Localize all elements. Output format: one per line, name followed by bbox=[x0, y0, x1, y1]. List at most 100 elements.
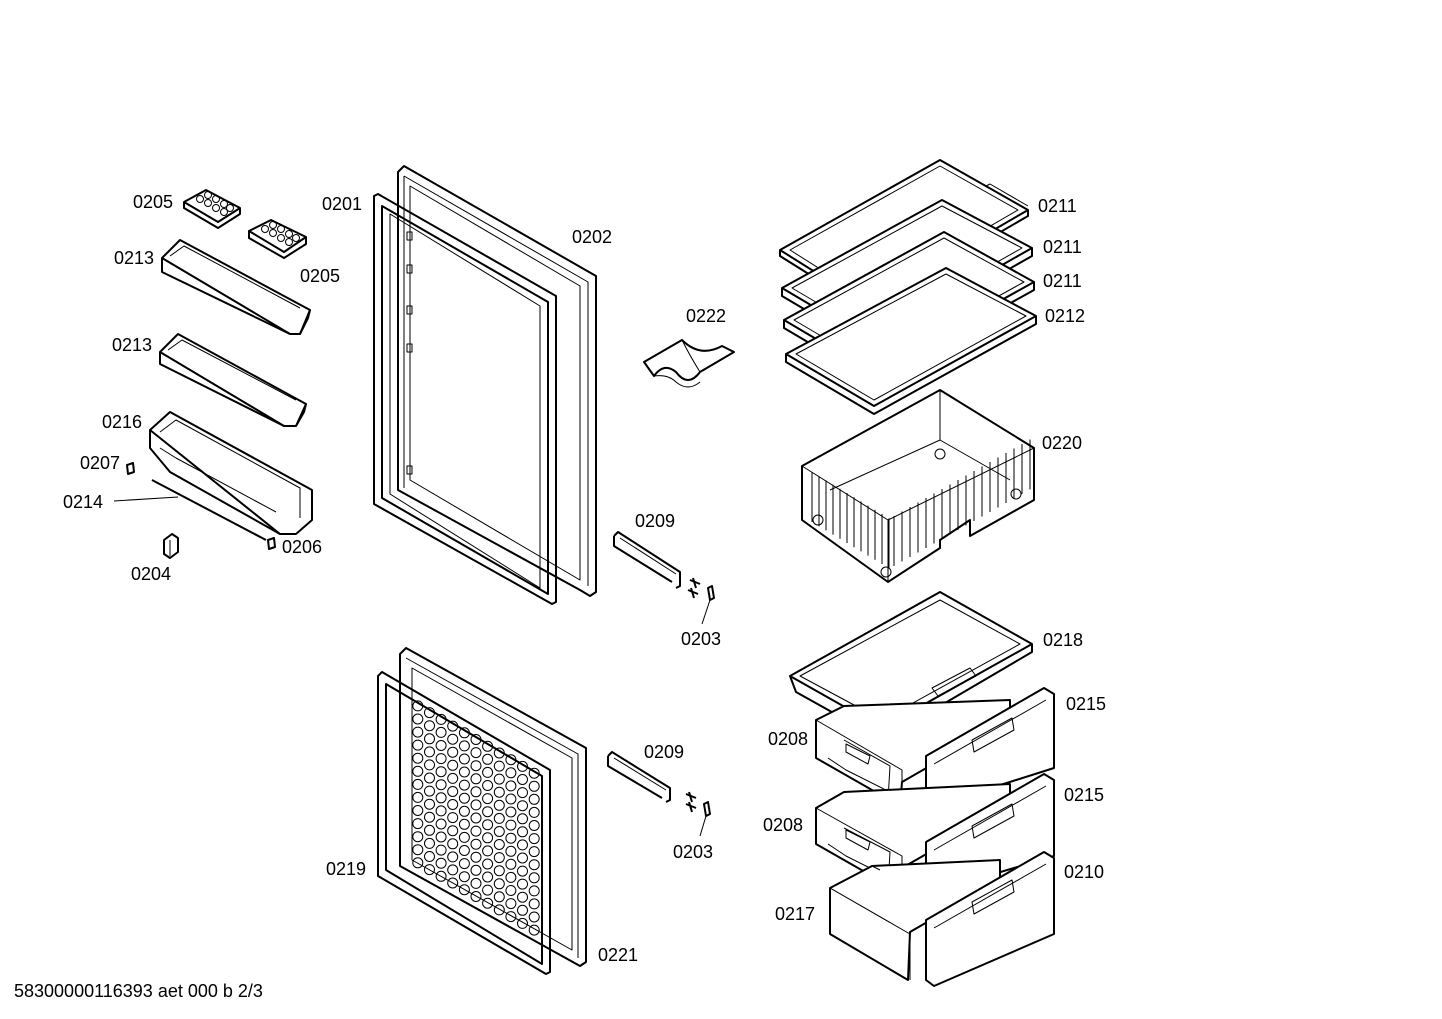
dimple bbox=[528, 806, 540, 818]
fridge-door-upper bbox=[373, 165, 597, 605]
dimple bbox=[424, 785, 435, 797]
dimple bbox=[482, 753, 494, 765]
dimple bbox=[447, 799, 459, 810]
dimple bbox=[412, 778, 424, 790]
dimple bbox=[458, 831, 470, 843]
dimple bbox=[435, 766, 447, 778]
dimple bbox=[447, 720, 459, 732]
dimple bbox=[493, 852, 505, 864]
dimple bbox=[424, 824, 435, 836]
dimple bbox=[517, 813, 528, 825]
bracket-0204 bbox=[163, 533, 179, 559]
dimple bbox=[505, 885, 517, 896]
dimple bbox=[493, 865, 505, 877]
label-0207: 0207 bbox=[80, 453, 120, 473]
dimple bbox=[412, 857, 424, 869]
dimple bbox=[424, 733, 435, 745]
dimple bbox=[505, 911, 517, 923]
door-shelf-upper bbox=[161, 239, 311, 335]
dimple bbox=[458, 871, 470, 883]
dimple bbox=[447, 825, 459, 837]
door-shelf-middle bbox=[159, 333, 307, 427]
dimple bbox=[528, 833, 540, 845]
dimple bbox=[505, 845, 517, 857]
dimple bbox=[528, 872, 540, 884]
dimple bbox=[470, 851, 482, 863]
dimple bbox=[470, 760, 482, 772]
dimple bbox=[424, 851, 435, 862]
label-0214: 0214 bbox=[63, 492, 103, 512]
dimple bbox=[505, 767, 517, 779]
dimple bbox=[493, 878, 505, 890]
dimple bbox=[528, 898, 540, 910]
egg-tray-upper bbox=[183, 189, 241, 229]
dimple bbox=[528, 885, 540, 897]
label-0213-lower: 0213 bbox=[112, 335, 152, 355]
egg-tray-lower bbox=[248, 219, 307, 259]
door-handle-upper bbox=[613, 531, 681, 589]
rod-0214 bbox=[151, 479, 267, 541]
dimple bbox=[493, 812, 505, 824]
dimple bbox=[528, 780, 540, 792]
label-0220: 0220 bbox=[1042, 433, 1082, 453]
dimple bbox=[517, 774, 528, 785]
glass-shelf-4 bbox=[785, 267, 1037, 415]
label-0208-lower: 0208 bbox=[763, 815, 803, 835]
dimple bbox=[517, 891, 528, 903]
label-0210: 0210 bbox=[1064, 862, 1104, 882]
label-0208-upper: 0208 bbox=[768, 729, 808, 749]
dimple bbox=[482, 858, 494, 870]
dimple bbox=[470, 773, 482, 785]
dimple bbox=[528, 859, 540, 871]
dimple bbox=[505, 832, 517, 844]
label-0203-lower: 0203 bbox=[673, 842, 713, 862]
dimple bbox=[412, 844, 424, 856]
dimple bbox=[424, 864, 435, 876]
dimple bbox=[517, 865, 528, 877]
document-id: 58300000116393 aet 000 b 2/3 bbox=[14, 981, 263, 1001]
dimple bbox=[435, 870, 447, 882]
dimple bbox=[458, 884, 470, 896]
dimple bbox=[482, 740, 494, 752]
clip-0207 bbox=[126, 462, 135, 475]
dimple bbox=[470, 825, 482, 837]
dimple bbox=[470, 747, 482, 759]
dimple bbox=[493, 773, 505, 785]
dimple bbox=[412, 700, 424, 712]
dimple bbox=[482, 884, 494, 896]
cap-0206 bbox=[267, 537, 276, 550]
dimple bbox=[505, 819, 517, 831]
freezer-door-lower bbox=[377, 647, 587, 975]
dimple bbox=[517, 839, 528, 851]
dimple bbox=[470, 799, 482, 811]
freezer-drawer-1 bbox=[815, 687, 1055, 807]
dimple bbox=[412, 831, 424, 843]
dimple bbox=[493, 747, 505, 759]
dimple bbox=[517, 760, 528, 772]
label-0218: 0218 bbox=[1043, 630, 1083, 650]
dimple bbox=[424, 837, 435, 849]
dimple bbox=[517, 917, 528, 929]
dimple bbox=[458, 792, 470, 804]
label-0205-upper: 0205 bbox=[133, 192, 173, 212]
label-0211-c: 0211 bbox=[1043, 271, 1082, 291]
dimple bbox=[458, 779, 470, 791]
dimple bbox=[470, 734, 482, 745]
dimple bbox=[447, 786, 459, 797]
crisper-bin bbox=[801, 389, 1035, 583]
dimple bbox=[447, 772, 459, 784]
dimple bbox=[458, 805, 470, 817]
dimple bbox=[424, 746, 435, 758]
label-0217: 0217 bbox=[775, 904, 815, 924]
dimple bbox=[458, 858, 470, 870]
dimple bbox=[435, 792, 447, 804]
label-0221: 0221 bbox=[598, 945, 638, 965]
dimple bbox=[424, 772, 435, 784]
dimple bbox=[424, 798, 435, 810]
dimple bbox=[517, 852, 528, 864]
dimple bbox=[493, 826, 505, 837]
dimple bbox=[493, 786, 505, 798]
dimple bbox=[505, 898, 517, 910]
label-0206: 0206 bbox=[282, 537, 322, 557]
